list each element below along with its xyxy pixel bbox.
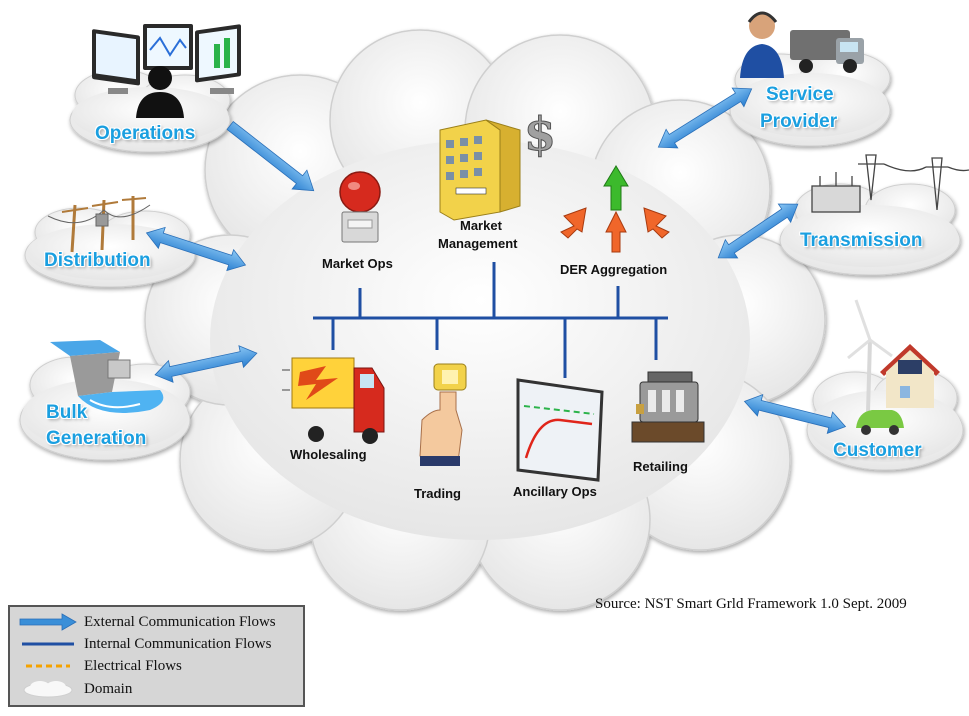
legend-electrical-label: Electrical Flows — [84, 657, 182, 674]
legend-row-electrical: Electrical Flows — [18, 656, 182, 676]
domain-label-bulk-line2: Generation — [46, 428, 147, 449]
arrow-operations — [226, 120, 315, 192]
arrow-transmission — [717, 203, 799, 259]
monitor-operator-icon — [92, 24, 241, 118]
arrows-up-icon — [560, 165, 670, 253]
domain-label-service-line1: Service — [766, 84, 834, 105]
source-caption: Source: NST Smart Grld Framework 1.0 Sep… — [595, 596, 907, 612]
bank-dollar-icon: $ — [439, 107, 557, 221]
truck-icon — [282, 357, 385, 444]
house-windmill-car-icon — [847, 299, 940, 435]
legend-internal-label: Internal Communication Flows — [84, 635, 272, 652]
chart-panel-icon — [516, 378, 604, 482]
node-label-der-aggregation: DER Aggregation — [560, 262, 668, 277]
node-label-wholesaling: Wholesaling — [290, 447, 367, 462]
arrow-bulk-generation — [154, 345, 258, 383]
alarm-bell-icon — [339, 171, 381, 243]
arrow-service-provider — [657, 87, 753, 149]
legend-domain-label: Domain — [84, 680, 133, 697]
node-label-market-mgmt-line2: Management — [438, 236, 518, 251]
domain-label-bulk-line1: Bulk — [46, 402, 88, 423]
arrow-customer — [743, 393, 847, 435]
power-pole-icon — [47, 196, 151, 253]
hand-finger-icon — [419, 363, 467, 466]
domain-label-transmission: Transmission — [800, 230, 923, 251]
domain-label-customer: Customer — [833, 440, 922, 461]
node-label-retailing: Retailing — [633, 459, 688, 474]
internal-bus — [313, 262, 668, 378]
node-label-trading: Trading — [414, 486, 461, 501]
domain-cloud-transmission — [779, 183, 961, 276]
domain-cloud-icon — [18, 679, 78, 699]
legend-row-internal: Internal Communication Flows — [18, 634, 271, 654]
domain-cloud-distribution — [24, 207, 196, 288]
arrow-distribution — [145, 226, 247, 272]
external-flow-arrow-icon — [18, 612, 78, 632]
headset-truck-icon — [740, 11, 864, 78]
internal-flow-line-icon — [18, 634, 78, 654]
node-label-ancillary-ops: Ancillary Ops — [513, 484, 597, 499]
cash-register-icon — [631, 371, 705, 443]
substation-icon — [811, 154, 969, 213]
market-domain-cloud — [144, 29, 826, 611]
svg-text:$: $ — [524, 107, 556, 161]
domain-label-service-line2: Provider — [760, 111, 838, 132]
node-label-market-ops: Market Ops — [322, 256, 393, 271]
node-label-market-mgmt-line1: Market — [460, 218, 502, 233]
domain-label-distribution: Distribution — [44, 250, 151, 271]
legend-row-domain: Domain — [18, 679, 132, 699]
domain-label-operations: Operations — [95, 123, 196, 144]
legend-external-label: External Communication Flows — [84, 613, 276, 630]
hydro-dam-icon — [50, 340, 164, 413]
legend: External Communication Flows Internal Co… — [8, 605, 305, 707]
electrical-flow-dash-icon — [18, 656, 78, 676]
legend-row-external: External Communication Flows — [18, 612, 276, 632]
